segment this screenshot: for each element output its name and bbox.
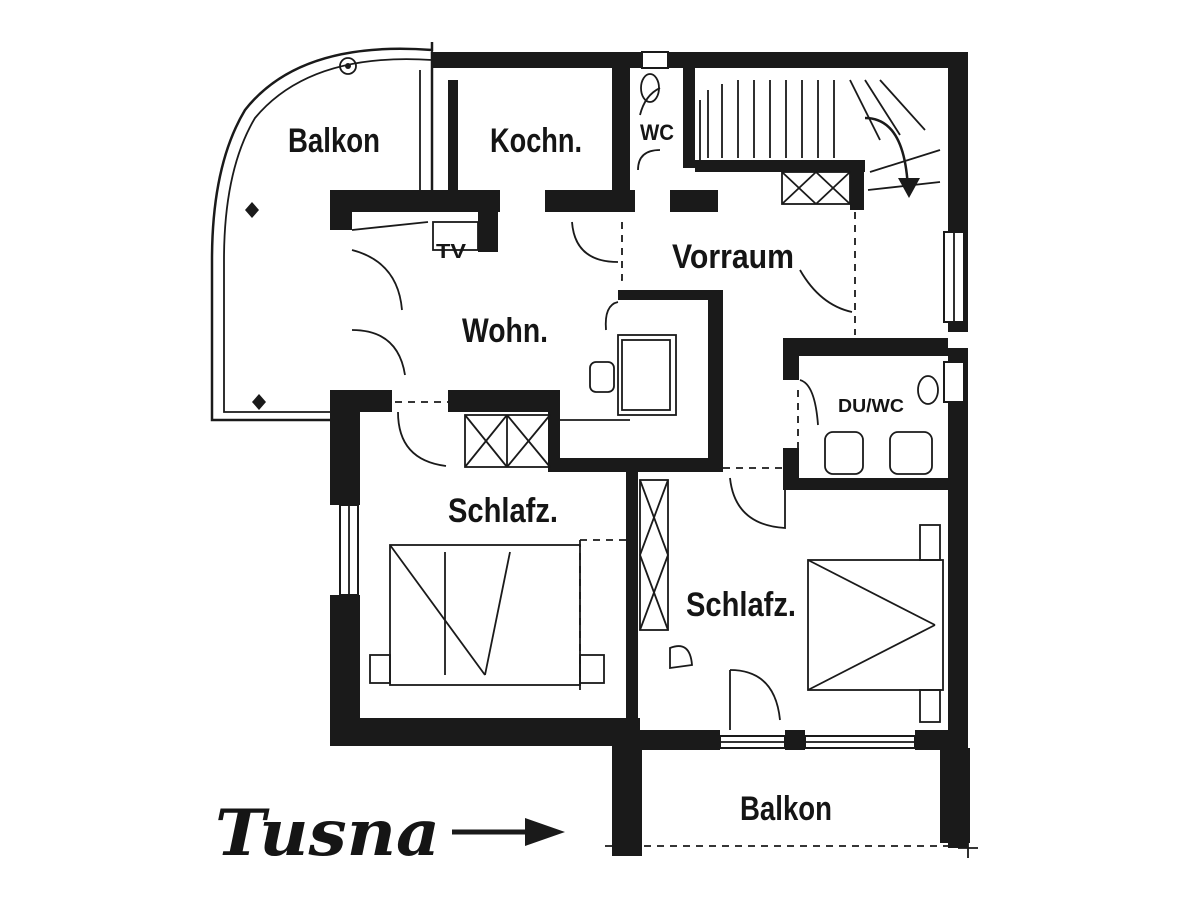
label-schlafzimmer-left: Schlafz. [448, 492, 558, 530]
label-wohnzimmer: Wohn. [462, 312, 548, 350]
balcony-top-outline [210, 42, 434, 422]
street-indicator: Tusna [215, 796, 565, 871]
label-wc: WC [640, 120, 674, 145]
exterior-walls [330, 52, 970, 856]
interior-walls [330, 68, 948, 732]
label-tv: TV [436, 241, 467, 263]
windows [339, 51, 965, 749]
furniture [369, 73, 944, 723]
label-vorraum: Vorraum [672, 238, 794, 276]
label-balkon-bottom: Balkon [740, 790, 832, 828]
arrow-right-icon [452, 818, 565, 846]
street-name: Tusna [215, 796, 440, 871]
staircase [699, 79, 941, 198]
label-kochnische: Kochn. [490, 122, 582, 160]
label-balkon-top: Balkon [288, 122, 380, 160]
corner-mark [958, 838, 978, 858]
room-labels: Balkon Kochn. WC TV Vorraum Wohn. DU/WC … [288, 120, 904, 828]
door-swings [351, 87, 955, 847]
label-schlafzimmer-right: Schlafz. [686, 586, 796, 624]
label-du-wc: DU/WC [838, 396, 904, 416]
